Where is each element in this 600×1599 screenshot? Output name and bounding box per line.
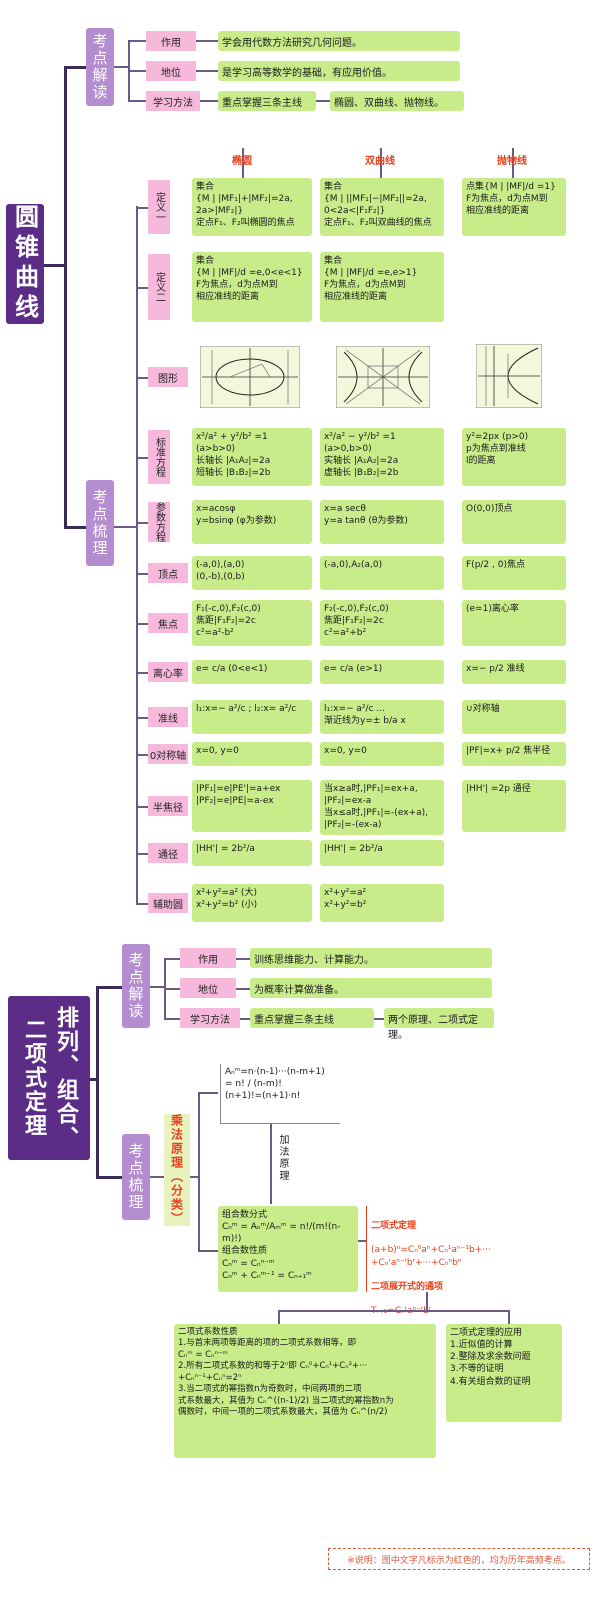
row-label-7: 离心率 (148, 662, 188, 682)
row-12-cell-1: x²+y²=a² x²+y²=b² (320, 884, 444, 922)
column-hyperbola: 双曲线 (365, 156, 395, 167)
s1-interp-key-0: 作用 (146, 31, 196, 51)
row-3-cell-1: x²/a² − y²/b² =1 (a>0,b>0) 实轴长 |A₁A₂|=2a… (320, 428, 444, 486)
column-ellipse: 椭圆 (232, 156, 252, 167)
row-11-cell-0: |HH'| = 2b²/a (192, 840, 312, 866)
s2-interp-val-2: 重点掌握三条主线 (250, 1008, 374, 1028)
s1-interp-val-2: 重点掌握三条主线 (218, 91, 316, 111)
row-11-cell-1: |HH'| = 2b²/a (320, 840, 444, 866)
row-4-cell-1: x=a secθ y=a tanθ (θ为参数) (320, 500, 444, 544)
row-6-cell-1: F₂(-c,0),F₂(c,0) 焦距|F₁F₂|=2c c²=a²+b² (320, 600, 444, 646)
s2-interp-tail-2: 两个原理、二项式定理。 (384, 1008, 494, 1041)
section2-interp-label: 考点解读 (122, 944, 150, 1028)
s1-interp-key-2: 学习方法 (146, 91, 200, 111)
footnote: ※说明：图中文字凡标示为红色的，均为历年高频考点。 (328, 1548, 590, 1570)
row-8-cell-2: ∪对称轴 (462, 700, 566, 734)
row-1-cell-0: 集合 {M | |MF|/d =e,0<e<1} F为焦点，d为点M到 相应准线… (192, 252, 312, 322)
row-10-cell-1: 当x≥a时,|PF₁|=ex+a, |PF₂|=ex-a 当x≤a时,|PF₁|… (320, 780, 444, 835)
row-5-cell-0: (-a,0),(a,0) (0,-b),(0,b) (192, 556, 312, 590)
row-7-cell-0: e= c/a (0<e<1) (192, 660, 312, 684)
s2-interp-key-1: 地位 (180, 978, 236, 998)
binomial-applications: 二项式定理的应用 1.近似值的计算 2.整除及求余数问题 3.不等的证明 4.有… (446, 1324, 562, 1422)
multiplication-principle: 乘法原理（分类） (164, 1114, 190, 1226)
row-3-cell-2: y²=2px (p>0) p为焦点到准线 l的距离 (462, 428, 566, 486)
binomial-box: 二项式定理 (a+b)ⁿ=Cₙ⁰aⁿ+Cₙ¹aⁿ⁻¹b+··· +Cₙʳaⁿ⁻ʳ… (366, 1206, 491, 1316)
section1-interp-label: 考点解读 (86, 28, 114, 106)
row-5-cell-2: F(p/2 , 0)焦点 (462, 556, 566, 590)
s1-interp-val-0: 学会用代数方法研究几何问题。 (218, 31, 460, 51)
row-10-cell-2: |HH'| =2p 通径 (462, 780, 566, 832)
row-1-cell-1: 集合 {M | |MF|/d =e,e>1} F为焦点，d为点M到 相应准线的距… (320, 252, 444, 322)
section2-sort-label: 考点梳理 (122, 1134, 150, 1220)
row-7-cell-1: e= c/a (e>1) (320, 660, 444, 684)
s1-interp-tail-2: 椭圆、双曲线、抛物线。 (330, 91, 464, 111)
row-9-cell-1: x=0, y=0 (320, 742, 444, 766)
row-9-cell-2: |PF|=x+ p/2 焦半径 (462, 742, 566, 766)
section2-title: 排列、组合、二项式定理 (8, 996, 90, 1160)
row-label-5: 顶点 (148, 563, 188, 583)
row-7-cell-2: x=− p/2 准线 (462, 660, 566, 684)
addition-principle: 加法原理 (277, 1134, 288, 1182)
row-6-cell-0: F₁(-c,0),F₂(c,0) 焦距|F₁F₂|=2c c²=a²-b² (192, 600, 312, 646)
row-10-cell-0: |PF₁|=e|PE'|=a+ex |PF₂|=e|PE|=a-ex (192, 780, 312, 832)
row-12-cell-0: x²+y²=a² (大) x²+y²=b² (小) (192, 884, 312, 922)
parabola-graph (476, 344, 542, 408)
ellipse-graph (200, 346, 300, 408)
section1-sort-label: 考点梳理 (86, 480, 114, 566)
row-label-2: 图形 (148, 367, 188, 387)
coefficient-properties: 二项式系数性质 1.与首末两项等距离的项的二项式系数相等，即 Cₙᵐ = Cₙⁿ… (174, 1324, 436, 1458)
row-label-9: 0对称轴 (148, 744, 188, 764)
row-label-8: 准线 (148, 707, 188, 727)
row-label-4: 参数方程 (148, 502, 170, 542)
s1-interp-val-1: 是学习高等数学的基础，有应用价值。 (218, 61, 460, 81)
row-0-cell-0: 集合 {M | |MF₁|+|MF₂|=2a, 2a>|MF₂|} 定点F₁、F… (192, 178, 312, 236)
row-label-11: 通径 (148, 843, 188, 863)
s1-interp-key-1: 地位 (146, 61, 196, 81)
row-label-1: 定义二 (148, 254, 170, 320)
s2-interp-key-2: 学习方法 (180, 1008, 240, 1028)
section1-title: 圆锥曲线 (6, 204, 44, 324)
row-3-cell-0: x²/a² + y²/b² =1 (a>b>0) 长轴长 |A₁A₂|=2a 短… (192, 428, 312, 486)
hyperbola-graph (336, 346, 430, 408)
row-8-cell-1: l₁:x=− a²/c ... 渐近线为y=± b/a x (320, 700, 444, 734)
row-0-cell-1: 集合 {M | ||MF₁|−|MF₂||=2a, 0<2a<|F₁F₂|} 定… (320, 178, 444, 236)
row-label-6: 焦点 (148, 613, 188, 633)
row-label-12: 辅助圆 (148, 893, 188, 913)
row-0-cell-2: 点集{M | |MF|/d =1} F为焦点，d为点M到 相应准线的距离 (462, 178, 566, 236)
row-9-cell-0: x=0, y=0 (192, 742, 312, 766)
row-4-cell-0: x=acosφ y=bsinφ (φ为参数) (192, 500, 312, 544)
s2-interp-val-0: 训练思维能力、计算能力。 (250, 948, 492, 968)
row-label-10: 半焦径 (148, 796, 188, 816)
row-4-cell-2: O(0,0)顶点 (462, 500, 566, 544)
permutation-formula: Aₙᵐ=n·(n-1)···(n-m+1) = n! / (n-m)! (n+1… (220, 1064, 340, 1124)
row-label-3: 标准方程 (148, 430, 170, 484)
combination-box: 组合数分式 Cₙᵐ = Aₙᵐ/Aₘᵐ = n!/(m!(n-m)!) 组合数性… (218, 1206, 358, 1292)
row-8-cell-0: l₁:x=− a²/c ; l₂:x= a²/c (192, 700, 312, 734)
row-5-cell-1: (-a,0),A₂(a,0) (320, 556, 444, 590)
s2-interp-key-0: 作用 (180, 948, 236, 968)
row-6-cell-2: (e=1)离心率 (462, 600, 566, 646)
s2-interp-val-1: 为概率计算做准备。 (250, 978, 492, 998)
column-parabola: 抛物线 (497, 156, 527, 167)
row-label-0: 定义一 (148, 180, 170, 234)
